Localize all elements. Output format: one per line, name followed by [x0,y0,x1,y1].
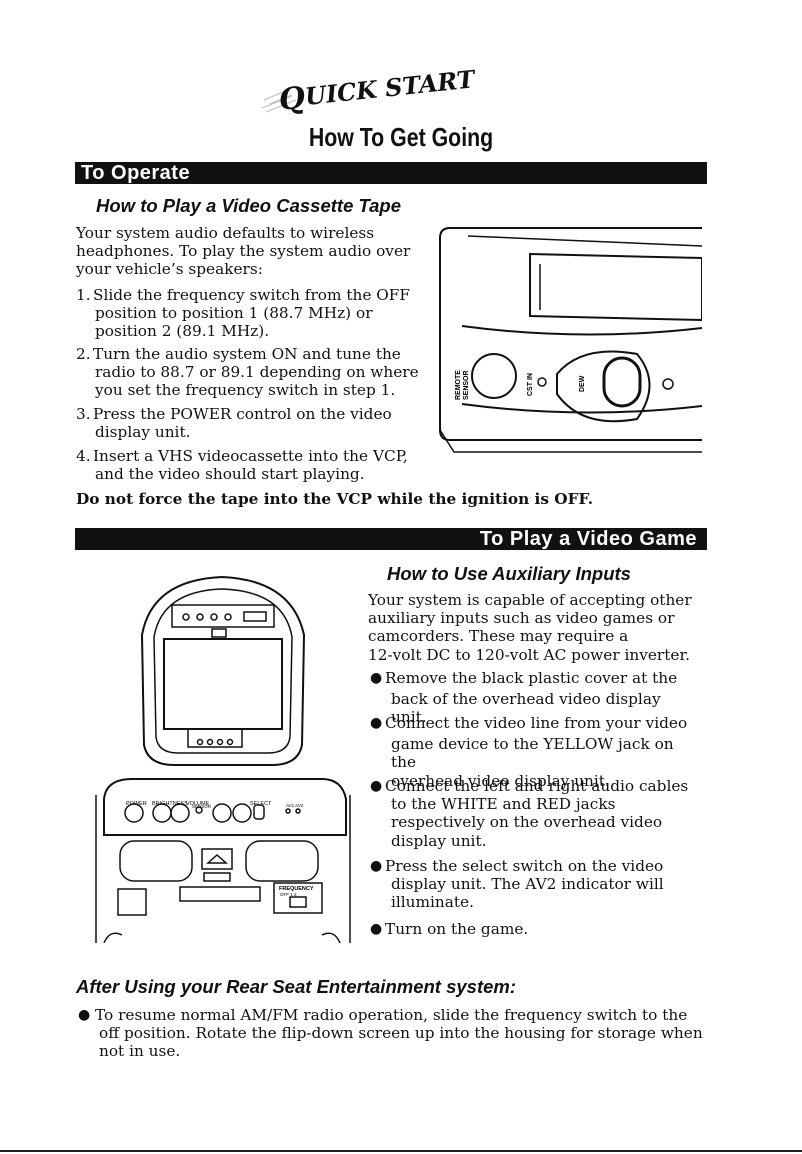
intro-line: camcorders. These may require a [368,627,629,646]
aux-bullet: ● Press the select switch on the video d… [370,857,700,912]
bullet-icon: ● [370,715,383,731]
intro-line: your vehicle’s speakers: [76,260,263,279]
step-4: 4. Insert a VHS videocassette into the V… [76,447,421,483]
heading-auxiliary-inputs: How to Use Auxiliary Inputs [387,563,631,584]
sensor-label: SENSOR [192,804,212,809]
bullet-line: display unit. [391,831,487,850]
step-number: 4. [76,447,91,465]
operate-intro: Your system audio defaults to wireless h… [76,224,410,279]
frequency-label: FREQUENCY [279,886,314,892]
step-line: position to position 1 (88.7 MHz) or [95,304,373,323]
intro-line: auxiliary inputs such as video games or [368,609,675,628]
bullet-line: Remove the black plastic cover at the [385,669,678,687]
step-line: Insert a VHS videocassette into the VCP, [93,447,408,465]
av-label: AV1 AV2 [286,803,304,808]
section-bar-operate: To Operate [75,162,707,184]
cst-in-label: CST IN [527,373,534,396]
aux-bullet: ● Turn on the game. [370,920,700,938]
bullet-line: back of the overhead video display unit. [391,690,661,727]
step-line: Turn the audio system ON and tune the [93,345,401,363]
bullet-line: display unit. The AV2 indicator will [391,875,664,894]
vcp-illustration: REMOTE SENSOR CST IN DEW [439,227,702,453]
heading-video-cassette: How to Play a Video Cassette Tape [96,195,401,216]
intro-line: 12-volt DC to 120-volt AC power inverter… [368,645,690,664]
step-number: 2. [76,345,91,363]
remote-sensor-label: REMOTE [455,370,462,400]
step-1: 1. Slide the frequency switch from the O… [76,286,421,341]
bullet-icon: ● [370,670,383,686]
step-line: and the video should start playing. [95,465,365,484]
quick-start-logo: Q UICK START [262,64,479,118]
frequency-positions-label: OFF 1 2 [280,892,297,897]
bullet-icon: ● [370,778,383,794]
bullet-line: respectively on the overhead video [391,813,663,832]
bullet-line: game device to the YELLOW jack on the [391,735,674,772]
step-number: 3. [76,405,91,423]
step-line: Press the POWER control on the video [93,405,392,423]
step-3: 3. Press the POWER control on the video … [76,405,421,441]
bullet-line: Connect the video line from your video [385,714,688,732]
heading-after-using: After Using your Rear Seat Entertainment… [76,976,517,997]
after-bullet: ● To resume normal AM/FM radio operation… [78,1006,718,1061]
section-bar-game: To Play a Video Game [75,528,707,550]
dew-label: DEW [579,375,586,392]
section-bar-game-label: To Play a Video Game [479,528,697,550]
overhead-console-illustration: POWER BRIGHTNESS VOLUME SENSOR SELECT AV… [95,575,351,943]
step-line: you set the frequency switch in step 1. [95,381,396,400]
power-label: POWER [126,801,147,807]
intro-line: Your system is capable of accepting othe… [368,591,692,609]
bullet-icon: ● [370,921,383,937]
aux-bullet: ● Remove the black plastic cover at the … [370,669,700,727]
step-number: 1. [76,286,91,304]
bullet-line: Connect the left and right audio cables [385,777,689,795]
bullet-line: not in use. [99,1042,181,1061]
bullet-line: To resume normal AM/FM radio operation, … [95,1006,688,1024]
section-bar-operate-label: To Operate [81,162,191,184]
intro-line: Your system audio defaults to wireless [76,224,375,242]
bullet-line: Press the select switch on the video [385,857,664,875]
bullet-icon: ● [78,1007,91,1023]
volume-label: VOLUME [186,801,210,807]
page-subtitle: How To Get Going [308,122,494,152]
aux-bullet: ● Connect the left and right audio cable… [370,777,700,850]
step-line: radio to 88.7 or 89.1 depending on where [95,363,419,382]
remote-sensor-label: SENSOR [463,370,470,400]
bullet-icon: ● [370,858,383,874]
bullet-line: to the WHITE and RED jacks [391,795,616,814]
step-2: 2. Turn the audio system ON and tune the… [76,345,421,400]
aux-bullet: ● Connect the video line from your video… [370,714,700,790]
ignition-warning: Do not force the tape into the VCP while… [76,490,594,508]
brightness-label: BRIGHTNESS [152,801,188,807]
svg-text:UICK START: UICK START [304,64,479,111]
bullet-line: off position. Rotate the flip-down scree… [99,1024,703,1043]
bullet-line: overhead video display unit. [391,771,610,790]
svg-text:Q: Q [277,80,307,118]
select-label: SELECT [250,801,272,807]
bullet-line: illuminate. [391,893,474,912]
step-line: Slide the frequency switch from the OFF [93,286,411,304]
game-intro: Your system is capable of accepting othe… [368,591,692,664]
step-line: display unit. [95,423,191,442]
step-line: position 2 (89.1 MHz). [95,322,270,341]
bottom-rule [0,1150,802,1152]
bullet-line: Turn on the game. [385,920,529,938]
intro-line: headphones. To play the system audio ove… [76,242,411,261]
